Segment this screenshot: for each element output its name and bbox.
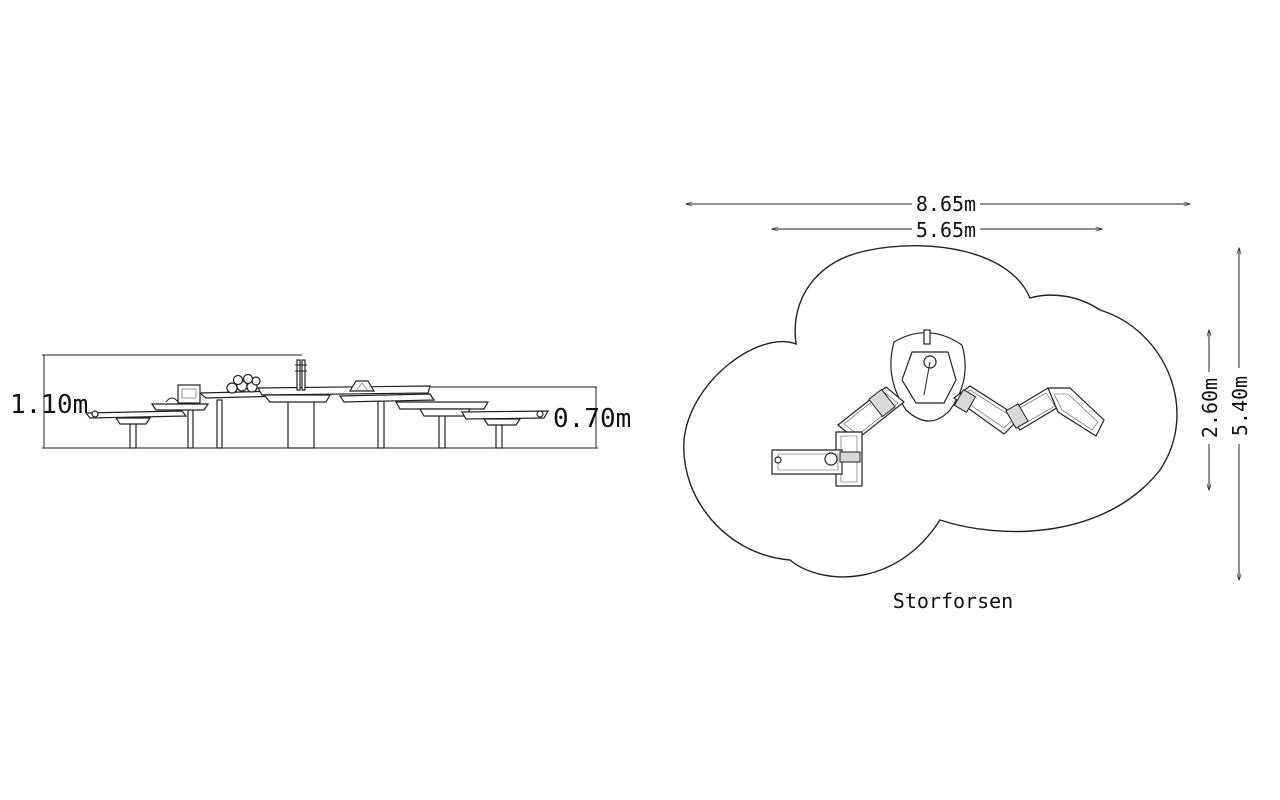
right-walkway — [952, 385, 1105, 437]
platform-decks — [84, 385, 550, 426]
width-structure-label: 2.60m — [1198, 378, 1222, 438]
left-walkway — [771, 386, 905, 487]
central-tower — [890, 329, 966, 422]
height-total-label: 1.10m — [10, 390, 88, 420]
side-elevation-view — [42, 354, 598, 449]
play-elements — [165, 359, 376, 404]
safety-zone-outline — [683, 245, 1178, 578]
product-name-label: Storforsen — [893, 589, 1013, 613]
plan-view — [683, 204, 1239, 580]
width-total-label: 5.40m — [1228, 376, 1252, 436]
length-structure-label: 5.65m — [916, 218, 976, 242]
length-total-label: 8.65m — [916, 192, 976, 216]
height-platform-label: 0.70m — [553, 404, 631, 434]
